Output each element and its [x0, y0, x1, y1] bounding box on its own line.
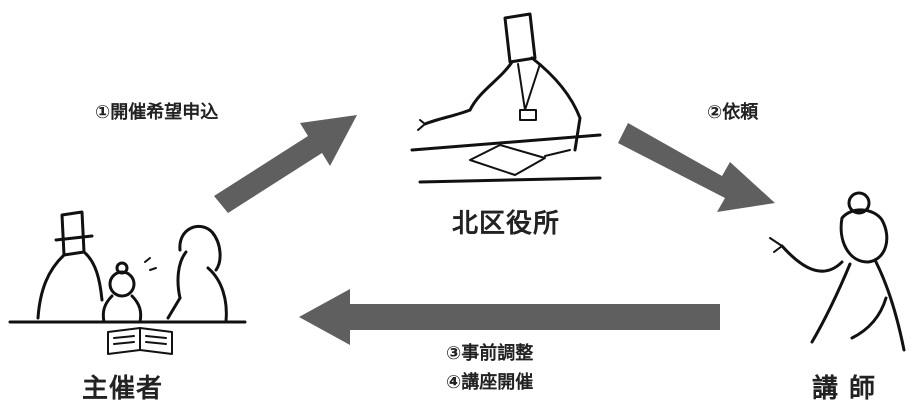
arrow-request — [618, 123, 775, 212]
arrow-coordinate — [299, 289, 720, 345]
node-organizer-label: 主催者 — [82, 374, 164, 404]
step-hold-label: ④講座開催 — [446, 372, 534, 393]
node-lecturer-label: 講 師 — [812, 374, 877, 404]
step-request-label: ②依頼 — [707, 102, 759, 123]
organizer-group-illustration — [8, 210, 247, 355]
step-apply-label: ①開催希望申込 — [95, 102, 219, 123]
node-office-label: 北区役所 — [452, 209, 561, 239]
step-coordinate-label: ③事前調整 — [446, 343, 534, 364]
arrow-apply — [214, 115, 357, 213]
office-clerk-illustration — [410, 12, 602, 184]
lecturer-illustration — [769, 191, 906, 352]
